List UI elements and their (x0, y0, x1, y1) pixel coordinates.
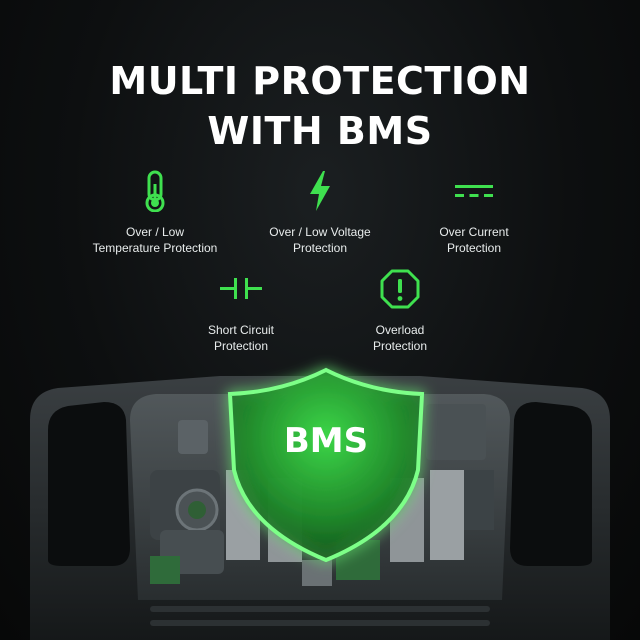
feature-voltage-line-2: Protection (292, 241, 348, 255)
headline-line-2: WITH BMS (207, 109, 433, 153)
feature-overload-line-1: Overload (375, 323, 425, 337)
feature-short-circuit-line-2: Protection (213, 339, 269, 353)
feature-temperature-protection: Over / Low Temperature Protection (65, 170, 245, 256)
feature-short-circuit-protection: Short Circuit Protection (151, 268, 331, 354)
feature-temperature-line-2: Temperature Protection (92, 241, 218, 255)
feature-overload-line-2: Protection (372, 339, 428, 353)
bms-label: BMS (284, 421, 368, 461)
feature-temperature-line-1: Over / Low (125, 225, 185, 239)
feature-current-protection: Over Current Protection (384, 170, 564, 256)
feature-short-circuit-line-1: Short Circuit (207, 323, 275, 337)
capacitor-icon (151, 268, 331, 314)
feature-current-line-2: Protection (446, 241, 502, 255)
dc-current-icon (384, 170, 564, 216)
thermometer-icon (65, 170, 245, 216)
bms-shield: BMS (227, 367, 425, 563)
headline: MULTI PROTECTION WITH BMS (0, 56, 640, 156)
warning-octagon-icon (310, 268, 490, 314)
lightning-bolt-icon (230, 170, 410, 216)
headline-line-1: MULTI PROTECTION (109, 59, 531, 103)
feature-current-line-1: Over Current (439, 225, 509, 239)
power-station-illustration: BMS (30, 367, 610, 640)
feature-overload-protection: Overload Protection (310, 268, 490, 354)
feature-voltage-line-1: Over / Low Voltage (269, 225, 371, 239)
feature-voltage-protection: Over / Low Voltage Protection (230, 170, 410, 256)
